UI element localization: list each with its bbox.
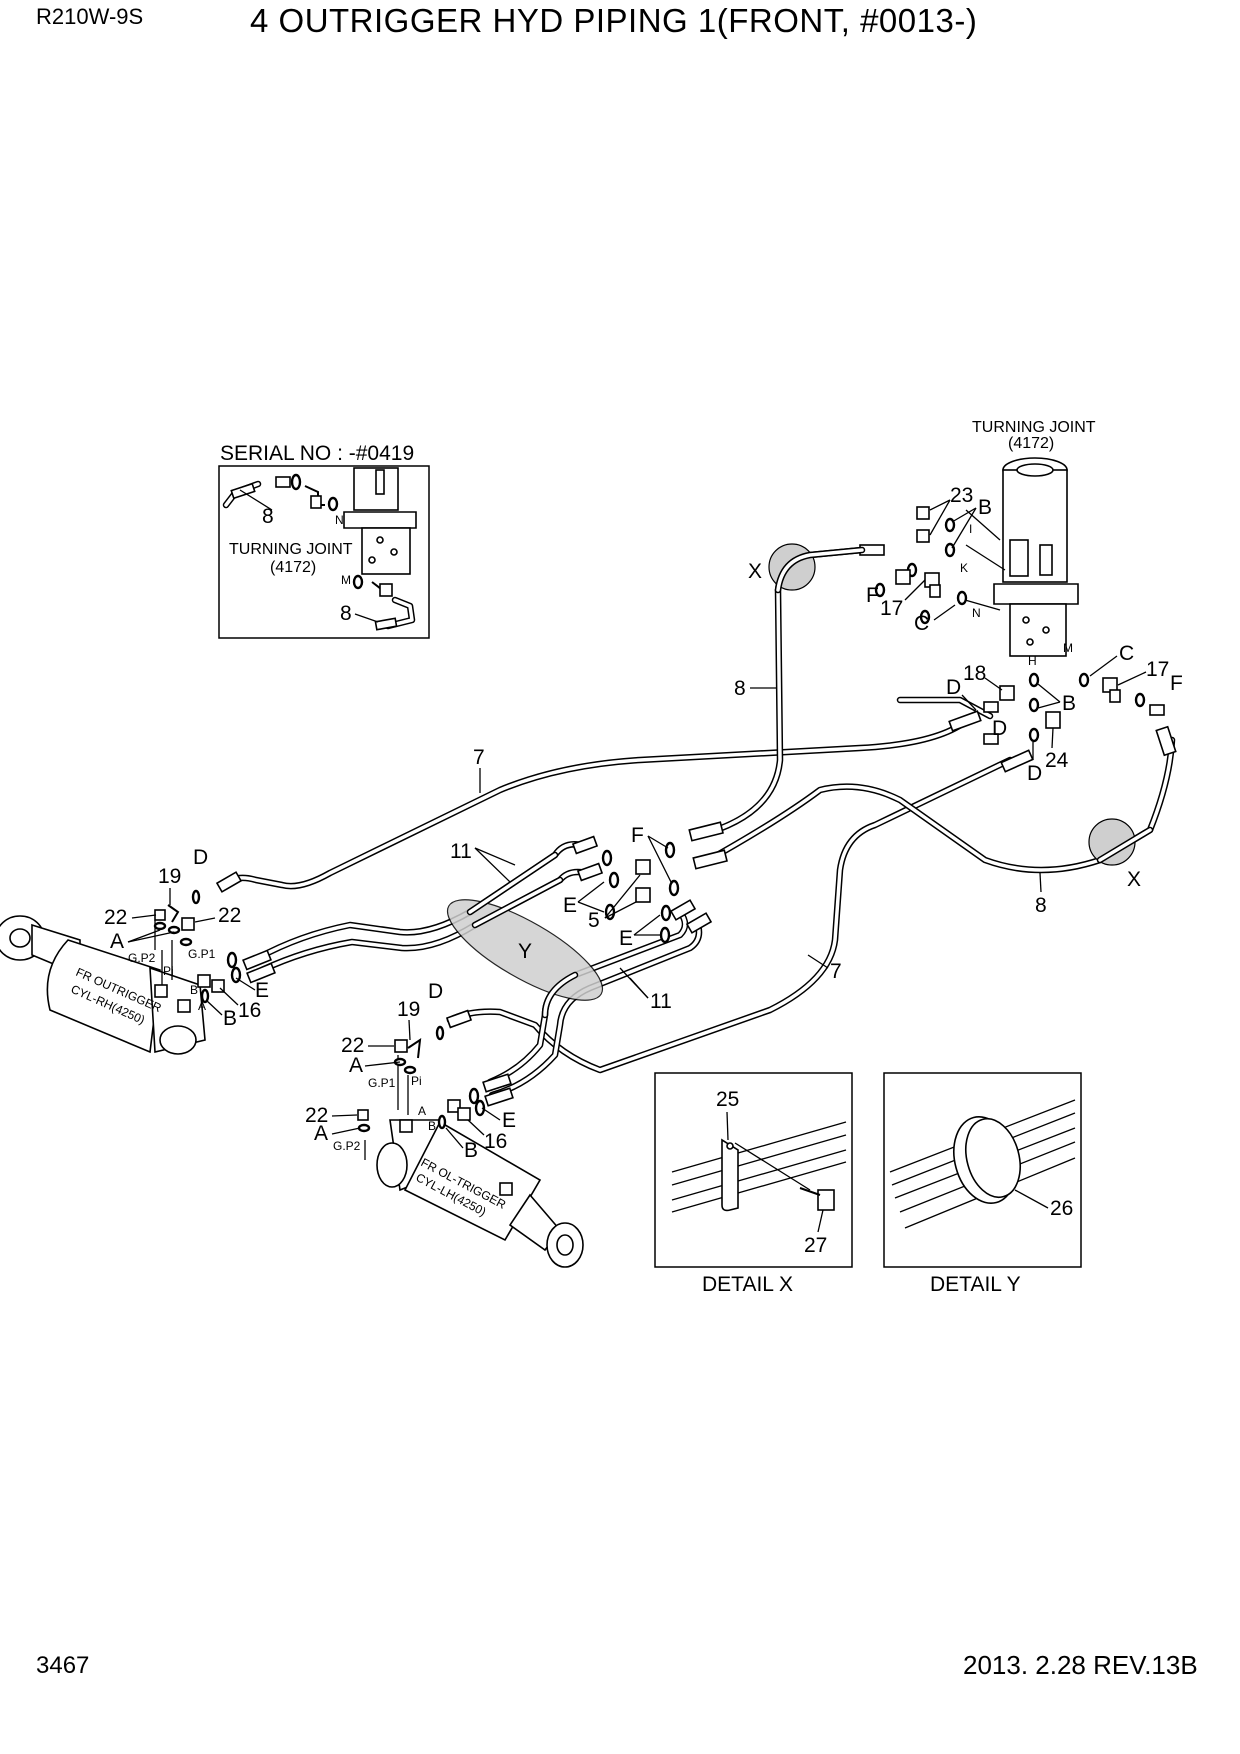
callout-c-top: C [914, 612, 929, 635]
callout-a-rh: A [110, 930, 124, 953]
turning-joint-code: (4172) [1008, 435, 1054, 452]
detail-y-box: 26 DETAIL Y [883, 1072, 1082, 1296]
cyl-rh-port-gp2: G.P2 [128, 951, 156, 965]
cyl-rh-port-b: B [190, 983, 198, 997]
detail-x-box: 25 27 DETAIL X [654, 1072, 853, 1296]
part-18: 18 [963, 662, 986, 685]
part-16-lh: 16 [484, 1130, 507, 1153]
inset-port-n: N [335, 513, 344, 527]
callout-c-right: C [1119, 642, 1134, 665]
callout-e-lh: E [502, 1109, 516, 1132]
callout-b-rh: B [223, 1007, 237, 1030]
detail-y-part-26: 26 [1050, 1197, 1073, 1220]
serial-inset-frame [218, 465, 430, 639]
part-22-lh-upper: 22 [341, 1034, 364, 1057]
serial-inset: SERIAL NO : -#0419 TURNING JOINT (4172) … [218, 442, 430, 639]
port-n: N [972, 606, 981, 620]
part-11-upper: 11 [450, 840, 472, 863]
part-8-lower: 8 [1035, 894, 1047, 917]
callout-e-rh: E [255, 979, 269, 1002]
inset-part-8-bottom: 8 [340, 602, 352, 625]
cylinder-rh: FR OUTRIGGER CYL-RH(4250) G.P2 G.P1 Pi B… [0, 889, 242, 1055]
inset-joint-code: (4172) [270, 559, 316, 576]
port-k: K [960, 561, 968, 575]
callout-b-joint: B [1062, 692, 1076, 715]
cyl-rh-port-a: A [198, 999, 206, 1013]
cyl-lh-port-pi: Pi [411, 1074, 422, 1088]
page-title: 4 OUTRIGGER HYD PIPING 1(FRONT, #0013-) [250, 2, 978, 39]
detail-y-caption: DETAIL Y [930, 1273, 1021, 1296]
part-17-left: 17 [880, 597, 903, 620]
part-24: 24 [1045, 749, 1069, 772]
part-22-rh-left: 22 [104, 906, 127, 929]
port-h: H [1028, 654, 1037, 668]
serial-inset-heading: SERIAL NO : -#0419 [220, 442, 414, 465]
part-23: 23 [950, 484, 973, 507]
callout-f-top: F [866, 584, 879, 607]
part-16-rh: 16 [238, 999, 261, 1022]
callout-x-top: X [748, 560, 762, 583]
turning-joint-name: TURNING JOINT [972, 419, 1096, 436]
part-7-upper: 7 [473, 746, 485, 769]
callout-d-rh: D [193, 846, 208, 869]
inset-part-8-top: 8 [262, 505, 274, 528]
part-8-upper: 8 [734, 677, 746, 700]
center-fittings [601, 569, 931, 944]
part-11-lower: 11 [650, 990, 672, 1013]
turning-joint: TURNING JOINT (4172) I K N H M [906, 419, 1165, 745]
callout-d-lh: D [428, 980, 443, 1003]
part-22-lh-lower: 22 [305, 1104, 328, 1127]
callout-d-joint-2: D [992, 717, 1007, 740]
callout-e-center-1: E [563, 894, 577, 917]
page-number: 3467 [36, 1652, 90, 1679]
pipe-8-upper [696, 546, 866, 839]
part-5: 5 [588, 909, 600, 932]
pipe-lines [215, 544, 1177, 1107]
inset-port-m: M [341, 573, 351, 587]
port-m: M [1063, 641, 1073, 655]
part-number-callouts: 23 17 18 24 17 8 8 7 7 11 11 5 [104, 484, 1169, 1153]
inset-joint-name: TURNING JOINT [229, 541, 353, 558]
callout-b-top: B [978, 496, 992, 519]
callout-x-right: X [1127, 868, 1141, 891]
callout-a-lh-upper: A [349, 1054, 363, 1077]
callout-d-joint-1: D [946, 676, 961, 699]
callout-a-lh-lower: A [314, 1122, 328, 1145]
detail-x-part-25: 25 [716, 1088, 739, 1111]
detail-x-marker-top [768, 543, 816, 591]
cyl-lh-port-b: B [428, 1119, 436, 1133]
part-19-lh: 19 [397, 998, 420, 1021]
callout-f-center: F [631, 824, 644, 847]
cyl-lh-port-a: A [418, 1104, 426, 1118]
cyl-lh-port-gp2: G.P2 [333, 1139, 361, 1153]
detail-x-caption: DETAIL X [702, 1273, 793, 1296]
cyl-rh-port-gp1: G.P1 [188, 947, 216, 961]
letter-callouts: B F C D B D D C F X X F E E [110, 496, 1183, 1162]
part-22-rh-right: 22 [218, 904, 241, 927]
callout-b-lh: B [464, 1139, 478, 1162]
part-17-right: 17 [1146, 658, 1169, 681]
detail-x-part-27: 27 [804, 1234, 827, 1257]
port-i: I [969, 522, 972, 536]
part-7-lower: 7 [830, 960, 842, 983]
cyl-lh-port-gp1: G.P1 [368, 1076, 396, 1090]
detail-y-marker [446, 899, 604, 1001]
part-19-rh: 19 [158, 865, 181, 888]
callout-e-center-2: E [619, 927, 633, 950]
cyl-rh-port-pi: Pi [163, 964, 174, 978]
callout-y: Y [518, 940, 532, 963]
callout-f-right: F [1170, 672, 1183, 695]
revision-date: 2013. 2.28 REV.13B [963, 1650, 1198, 1680]
model-code: R210W-9S [36, 4, 144, 29]
callout-d-joint-3: D [1027, 762, 1042, 785]
